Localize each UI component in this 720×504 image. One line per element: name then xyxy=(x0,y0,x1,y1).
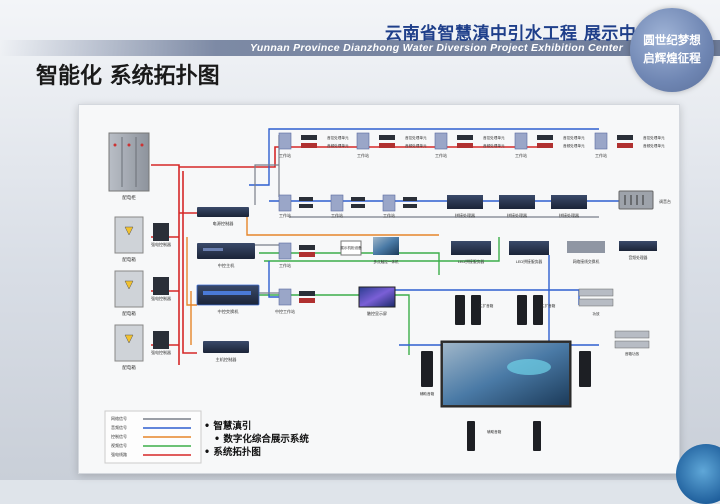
legend: 网络信号 音频信号 控制信号 视频信号 强电线路 xyxy=(104,410,202,464)
caption-text-2: 数字化综合展示系统 xyxy=(223,434,309,445)
speaker-group-top xyxy=(455,295,543,325)
header: 云南省智慧滇中引水工程 展示中心 Yunnan Province Dianzho… xyxy=(0,0,720,92)
unit-label-1b: 音频处理单元 xyxy=(327,143,349,148)
main-power-cabinet xyxy=(108,132,150,192)
workstation-row-2 xyxy=(278,190,654,212)
network-switch-label: 网络接线交换机 xyxy=(573,259,600,264)
unit-label-2a: 音控处理单元 xyxy=(405,135,427,140)
badge-line-2: 启辉煌征程 xyxy=(643,51,701,65)
speakers-top2-label: 主扩音箱 xyxy=(541,303,556,308)
amplifiers xyxy=(578,288,650,349)
central-switch-device xyxy=(196,284,260,306)
workstation-row-4 xyxy=(278,286,396,308)
main-controller-device xyxy=(203,341,249,353)
caption-2: • 数字化综合展示系统 xyxy=(214,431,309,445)
speakers-top-label: 主扩音箱 xyxy=(479,303,494,308)
legend-label-1: 网络信号 xyxy=(111,415,127,421)
badge-line-1: 圆世纪梦想 xyxy=(643,33,701,47)
controller-label-3: 强电控制器 xyxy=(151,349,171,355)
splicer-label-1: 拼接处理器 xyxy=(455,212,475,218)
unit-label-5a: 音控处理单元 xyxy=(643,135,665,140)
page-title: 智能化 系统拓扑图 xyxy=(36,64,220,89)
power-controllers xyxy=(153,223,169,349)
title-bar xyxy=(0,40,720,56)
controller-label-2: 强电控制器 xyxy=(151,295,171,301)
workstation-5-label: 工作站 xyxy=(595,152,607,158)
workstation-3-label: 工作站 xyxy=(435,152,447,158)
workstation-row4-label: 中控工作站 xyxy=(275,308,295,314)
sub-cabinet-label-1: 配电箱 xyxy=(122,256,136,263)
control-lines xyxy=(186,213,439,345)
speakers-side-label: 辅助音箱 xyxy=(420,391,435,396)
workstation-row2-label-1: 工作站 xyxy=(279,212,291,218)
caption-text-1: 智慧滇引 xyxy=(213,421,252,432)
workstation-2-label: 工作站 xyxy=(357,152,369,158)
header-title: 云南省智慧滇中引水工程 展示中心 xyxy=(385,24,654,44)
workstation-4-label: 工作站 xyxy=(515,152,527,158)
amp-label: 功放 xyxy=(592,311,600,316)
kiosk-label: 多点触控一体机 xyxy=(373,259,399,264)
workstation-row-3 xyxy=(278,237,657,260)
unit-label-5b: 音频处理单元 xyxy=(643,143,665,148)
caption-1: • 智慧滇引 xyxy=(204,418,251,432)
unit-label-3a: 音控处理单元 xyxy=(483,135,505,140)
splicer-label-3: 拼接处理器 xyxy=(559,212,579,218)
main-controller-label: 主机控制器 xyxy=(216,356,238,363)
speakers-bottom-label: 辅助音箱 xyxy=(487,429,502,434)
central-switch-label: 中控交换机 xyxy=(218,308,240,315)
power-lines xyxy=(151,146,549,365)
central-host-label: 中控主机 xyxy=(218,262,236,269)
unit-label-3b: 音频处理单元 xyxy=(483,143,505,148)
sub-cabinet-label-3: 配电箱 xyxy=(122,364,136,371)
unit-label-4b: 音频处理单元 xyxy=(563,143,585,148)
workstation-row-1 xyxy=(278,132,633,150)
topology-diagram: 配电柜 配电箱 配电箱 配电箱 强电控制器 强电控制器 强电控制器 电源控制器 … xyxy=(104,128,671,464)
unit-label-1a: 音控处理单元 xyxy=(327,135,349,140)
caption-text-3: 系统拓扑图 xyxy=(213,447,261,458)
slogan-badge: 圆世纪梦想 启辉煌征程 xyxy=(630,8,714,92)
exhibit-box-label: 展示机柜设备 xyxy=(340,245,362,250)
topology-panel: 配电柜 配电箱 配电箱 配电箱 强电控制器 强电控制器 强电控制器 电源控制器 … xyxy=(78,104,680,474)
amp2-label: 音箱功放 xyxy=(625,351,640,356)
audio-processor-label: 音频处理器 xyxy=(629,255,648,260)
unit-label-4a: 音控处理单元 xyxy=(563,135,585,140)
hd-matrix-label-2: LED拼接服务器 xyxy=(516,259,543,264)
splicer-label-2: 拼接处理器 xyxy=(507,212,527,218)
hd-matrix-label-1: LED拼接服务器 xyxy=(458,259,485,264)
legend-label-3: 控制信号 xyxy=(111,433,127,439)
workstation-row3-label: 工作站 xyxy=(279,262,291,268)
sub-cabinet-label-2: 配电箱 xyxy=(122,310,136,317)
led-wall-display xyxy=(421,340,591,408)
controller-label-1: 强电控制器 xyxy=(151,241,171,247)
caption-bullet-3: • xyxy=(204,447,214,458)
workstation-row2-label-2: 工作站 xyxy=(331,212,343,218)
header-subtitle: Yunnan Province Dianzhong Water Diversio… xyxy=(250,42,624,54)
sub-cabinets xyxy=(114,216,144,362)
unit-label-2b: 音频处理单元 xyxy=(405,143,427,148)
power-controller-label: 电源控制器 xyxy=(213,220,235,227)
speaker-group-bottom xyxy=(467,421,541,451)
central-host-device xyxy=(197,243,255,259)
main-cabinet-label: 配电柜 xyxy=(122,194,136,201)
legend-label-5: 强电线路 xyxy=(111,451,127,457)
touch-screen-label: 触控显示屏 xyxy=(367,310,387,316)
legend-label-2: 音频信号 xyxy=(111,424,127,430)
caption-3: • 系统拓扑图 xyxy=(204,444,261,458)
workstation-1-label: 工作站 xyxy=(279,152,291,158)
mixer-label: 调音台 xyxy=(659,198,671,204)
workstation-row2-label-3: 工作站 xyxy=(383,212,395,218)
power-controller-device xyxy=(197,207,249,217)
caption-bullet-1: • xyxy=(204,421,214,432)
caption-bullet-2: • xyxy=(214,434,224,445)
legend-label-4: 视频信号 xyxy=(111,442,127,448)
network-lines xyxy=(254,135,599,294)
